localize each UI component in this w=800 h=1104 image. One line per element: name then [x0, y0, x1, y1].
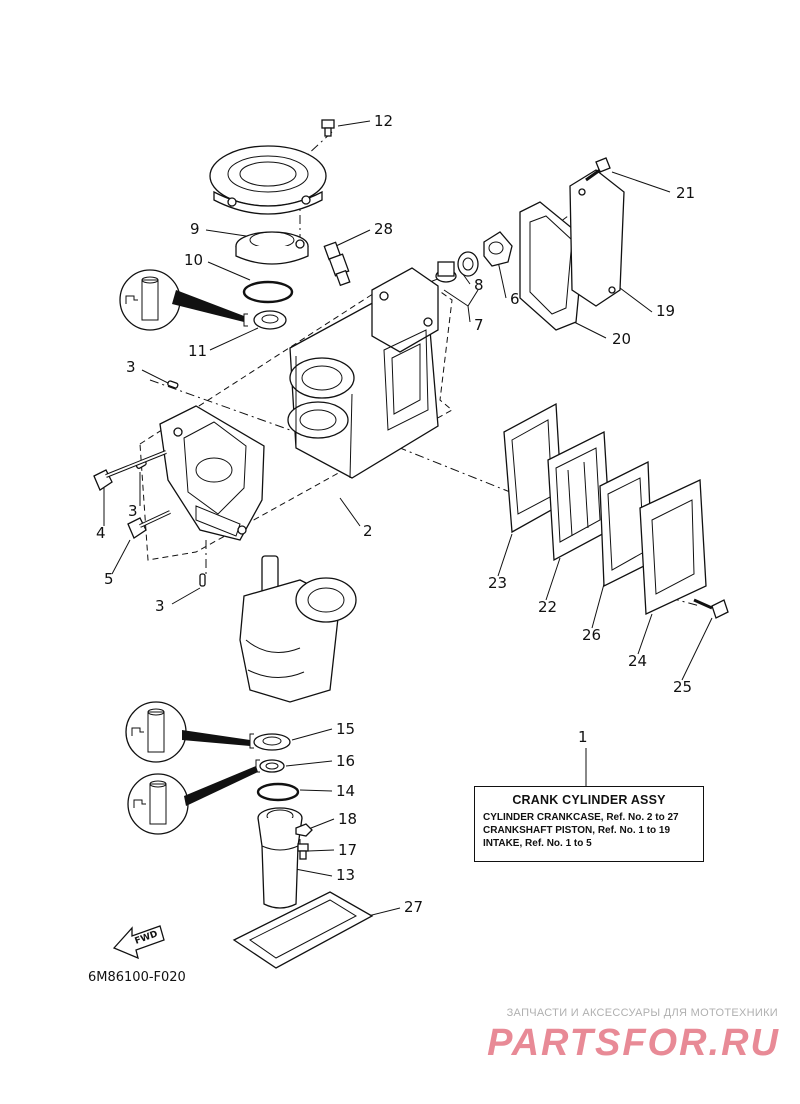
info-line-cylinder-crankcase: CYLINDER CRANKCASE, Ref. No. 2 to 27	[483, 812, 679, 823]
callout-27: 27	[404, 898, 423, 916]
info-line-crankshaft-piston: CRANKSHAFT PISTON, Ref. No. 1 to 19	[483, 825, 671, 836]
part-housing-cover	[209, 145, 327, 215]
callout-26: 26	[582, 626, 601, 644]
diagram-code: 6M86100-F020	[88, 970, 186, 985]
callout-18: 18	[338, 810, 357, 828]
callout-3c: 3	[155, 597, 165, 615]
part-19-exhaust-cover	[569, 169, 625, 307]
callout-1: 1	[578, 728, 588, 746]
part-24-intake-cover	[639, 479, 707, 615]
callout-4: 4	[96, 524, 106, 542]
cylinder-crankcase-group-outline	[139, 269, 453, 561]
info-line-intake: INTAKE, Ref. No. 1 to 5	[483, 838, 592, 849]
fwd-arrow-icon: FWD	[112, 925, 165, 960]
callout-23: 23	[488, 574, 507, 592]
callout-19: 19	[656, 302, 675, 320]
callout-17: 17	[338, 841, 357, 859]
callout-20: 20	[612, 330, 631, 348]
callout-12: 12	[374, 112, 393, 130]
watermark-tagline: ЗАПЧАСТИ И АКСЕССУАРЫ ДЛЯ МОТОТЕХНИКИ	[506, 1007, 778, 1019]
callout-13: 13	[336, 866, 355, 884]
part-18-nut	[295, 823, 313, 837]
part-11-oil-seal	[243, 310, 287, 330]
part-17-screw	[297, 843, 309, 860]
callout-21: 21	[676, 184, 695, 202]
callout-28: 28	[374, 220, 393, 238]
callout-10: 10	[184, 251, 203, 269]
part-14-o-ring	[256, 782, 300, 802]
part-20-gasket	[519, 201, 585, 331]
callout-15: 15	[336, 720, 355, 738]
part-cylinder-block	[287, 267, 439, 479]
info-box-title: CRANK CYLINDER ASSY	[512, 793, 666, 807]
part-10-o-ring	[242, 280, 294, 304]
part-8-gasket	[457, 251, 479, 277]
part-6-thermostat-cover	[483, 231, 513, 267]
part-27-gasket	[232, 891, 374, 969]
part-21-bolt	[585, 157, 611, 182]
callout-7: 7	[474, 316, 484, 334]
callout-numbers: 12 21 9 28 10 8 6 19 7 20 11 3 3 4 2 5 2…	[96, 112, 695, 916]
callout-2: 2	[363, 522, 373, 540]
callout-5: 5	[104, 570, 114, 588]
part-28-spark-plug	[323, 241, 351, 287]
assembly-info-box: CRANK CYLINDER ASSY CYLINDER CRANKCASE, …	[474, 786, 704, 862]
callout-3b: 3	[128, 502, 138, 520]
part-15-oil-seal	[249, 733, 291, 751]
part-crankcase	[159, 405, 265, 541]
part-5-bolt	[127, 510, 171, 539]
callout-22: 22	[538, 598, 557, 616]
part-crankshaft	[239, 555, 357, 703]
part-12-bolt	[321, 119, 335, 137]
callout-14: 14	[336, 782, 355, 800]
part-4-bolt	[93, 450, 167, 491]
part-16-oil-seal	[255, 759, 285, 773]
part-9-seal-housing	[235, 231, 309, 265]
callout-16: 16	[336, 752, 355, 770]
watermark-logo: PARTSFOR.RU	[487, 1022, 780, 1064]
part-22-reed-valve	[547, 430, 611, 562]
leader-lines	[103, 120, 713, 919]
part-25-bolt	[693, 598, 729, 619]
callout-24: 24	[628, 652, 647, 670]
grease-symbol-icon	[119, 269, 244, 331]
callout-6: 6	[510, 290, 520, 308]
callout-8: 8	[474, 276, 484, 294]
callout-3a: 3	[126, 358, 136, 376]
callout-11: 11	[188, 342, 207, 360]
part-7-thermostat	[435, 261, 457, 283]
grease-symbol-icon	[125, 701, 250, 763]
callout-25: 25	[673, 678, 692, 696]
part-13-housing	[257, 807, 303, 909]
grease-symbol-icon	[127, 766, 258, 835]
callout-9: 9	[190, 220, 200, 238]
